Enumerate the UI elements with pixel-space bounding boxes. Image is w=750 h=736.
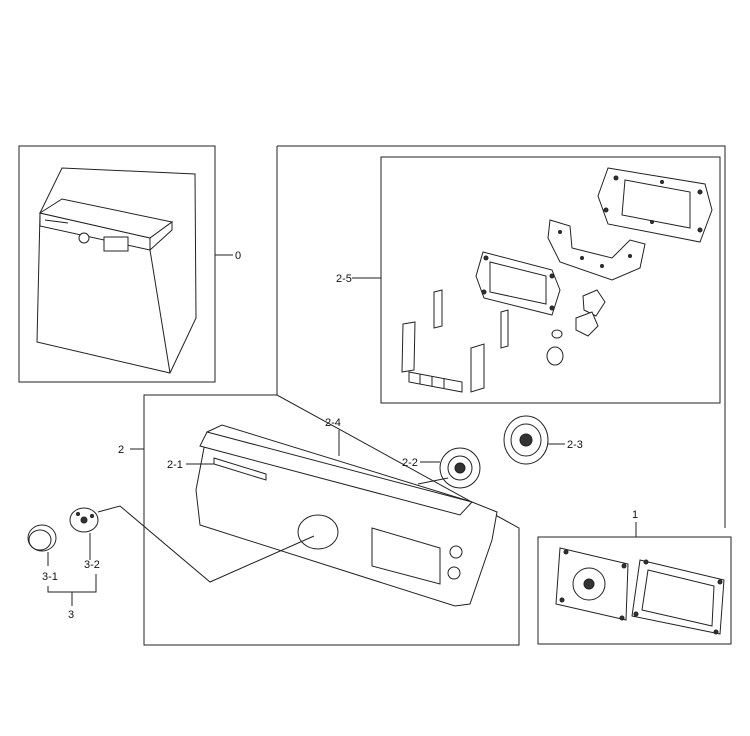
knob-cap-icon	[27, 524, 57, 552]
callout-2-3: 2-3	[567, 439, 583, 451]
knob-base-icon	[69, 507, 99, 533]
box-display-parts	[380, 156, 721, 404]
callout-2-5: 2-5	[336, 273, 352, 285]
callout-3-1: 3-1	[42, 571, 58, 583]
box-panel-assembly	[143, 145, 726, 646]
box-pcb	[537, 536, 732, 645]
pcb-assembly-icon	[555, 547, 725, 635]
encoder-ring-icon	[439, 447, 481, 489]
box-cabinet	[18, 145, 216, 383]
callout-1: 1	[632, 509, 638, 521]
callout-3: 3	[68, 609, 74, 621]
display-bracket-set-icon	[401, 167, 713, 393]
callout-3-2: 3-2	[84, 559, 100, 571]
callout-2-1: 2-1	[167, 459, 183, 471]
callout-2: 2	[118, 444, 124, 456]
control-panel-icon	[195, 424, 498, 607]
callout-0: 0	[235, 250, 241, 262]
callout-2-4: 2-4	[325, 417, 341, 429]
callout-2-2: 2-2	[402, 457, 418, 469]
dryer-cabinet-icon	[36, 167, 197, 374]
knob-bezel-icon	[503, 415, 549, 465]
